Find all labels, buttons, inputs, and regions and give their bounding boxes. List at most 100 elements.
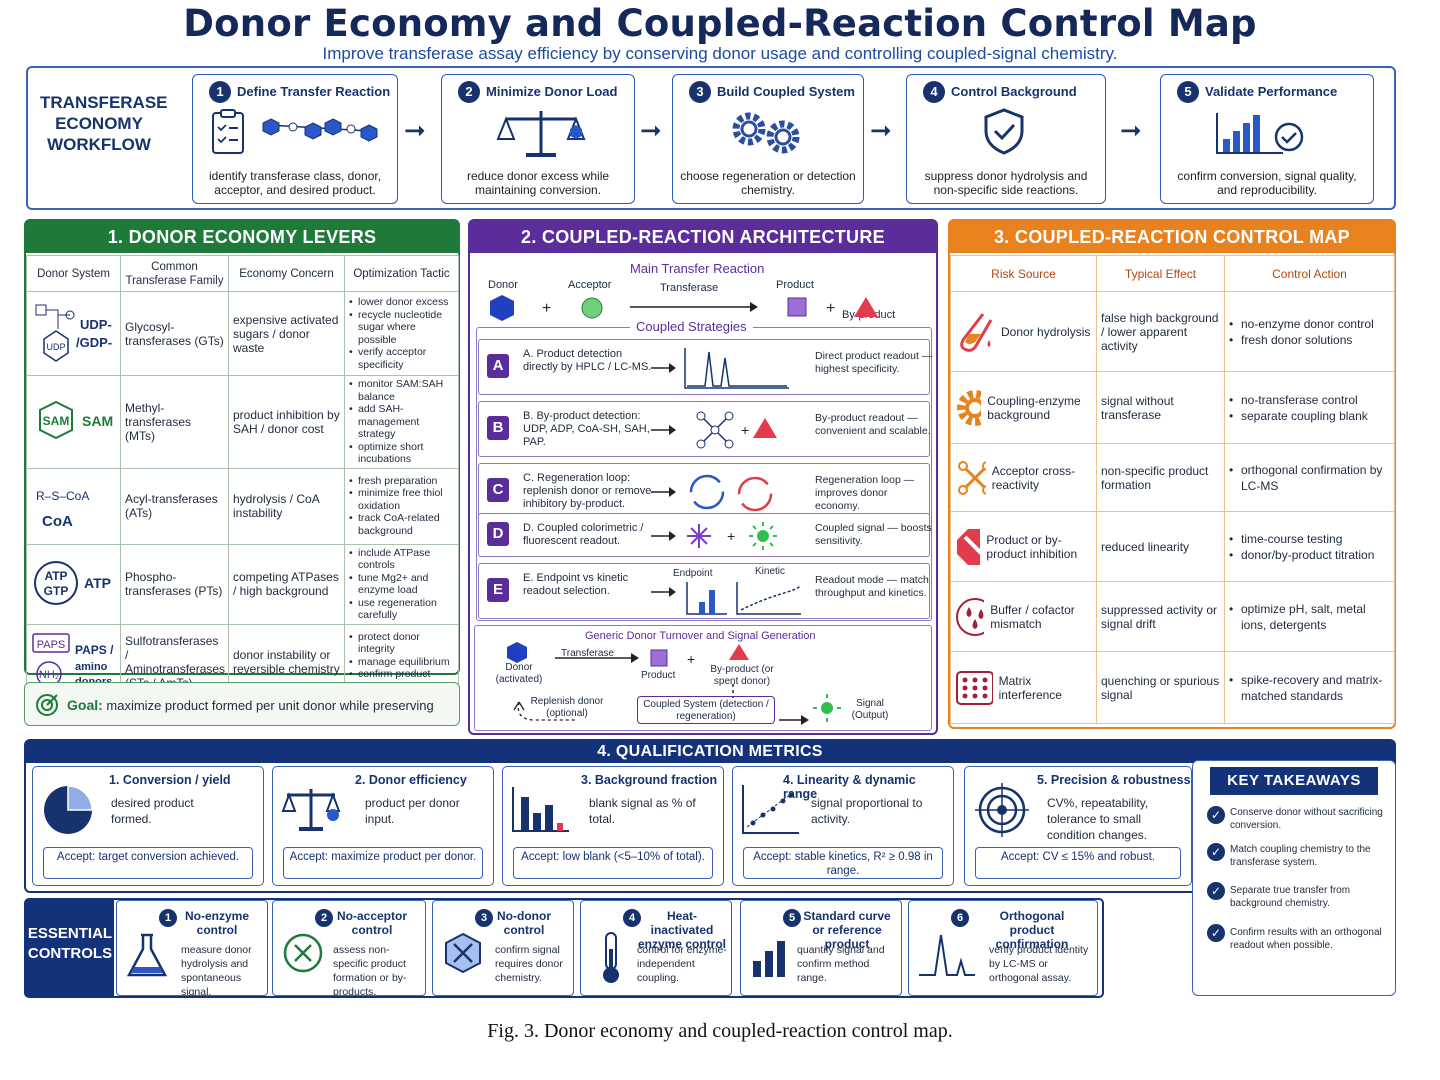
tactic-item: recycle nucleotide sugar where possible	[349, 309, 454, 347]
risk-cell: Acceptor cross-reactivity	[950, 443, 1097, 512]
strategy-result: By-product readout — convenient and scal…	[815, 412, 931, 437]
control-title: No-acceptor control	[336, 909, 407, 937]
control-title: Standard curve or reference product	[803, 909, 891, 951]
risk-cell: Coupling-enzyme background	[950, 371, 1097, 444]
chromatogram-icon	[651, 348, 789, 389]
table-row: UDP UDP- /GDP- Glycosyl-transferases (GT…	[26, 291, 459, 376]
control-number: 1	[159, 909, 177, 927]
takeaway-item: Separate true transfer from background c…	[1230, 885, 1351, 909]
essential-controls-label: ESSENTIAL CONTROLS	[26, 900, 114, 996]
cross-reactivity-icon	[958, 460, 986, 495]
strategy-letter: D	[487, 522, 509, 546]
takeaway-item: Confirm results with an orthogonal reado…	[1230, 927, 1382, 951]
control-no-donor: 3 No-donor control confirm signal requir…	[432, 900, 574, 996]
action-item: no-enzyme donor control	[1229, 316, 1390, 332]
metric-background: 3. Background fraction blank signal as %…	[502, 766, 724, 886]
main-reaction-diagram: + +	[490, 295, 878, 321]
acceptance-criteria: Accept: target conversion achieved.	[43, 847, 253, 879]
tactic-item: optimize short incubations	[349, 441, 454, 466]
tactic-item: manage equilibrium	[349, 656, 454, 669]
control-description: confirm signal requires donor chemistry.	[495, 944, 563, 984]
strategy-name: B. By-product detection:UDP, ADP, CoA-SH…	[523, 410, 650, 448]
table-row: Coupling-enzyme background signal withou…	[950, 371, 1395, 444]
workflow-step-4: 4 Control Background suppress donor hydr…	[906, 74, 1106, 204]
no-acceptor-icon	[283, 933, 323, 973]
udp-icon: UDP UDP- /GDP-	[35, 304, 112, 362]
column-header: Control Action	[1224, 255, 1395, 292]
pie-chart-icon	[44, 785, 93, 834]
effect-cell: non-specific product formation	[1096, 443, 1225, 512]
goal-box: Goal: maximize product formed per unit d…	[24, 682, 460, 757]
svg-text:ATP: ATP	[44, 569, 67, 583]
table-row: SAM SAM Methyl-transferases (MTs) produc…	[26, 375, 459, 469]
workflow-step-5: 5 Validate Performance confirm conversio…	[1160, 74, 1374, 204]
coupled-system-box: Coupled System (detection / regeneration…	[637, 696, 775, 724]
stop-icon	[957, 528, 981, 565]
donor-label: CoA	[42, 513, 73, 530]
plate-icon	[956, 670, 993, 705]
check-icon: ✓	[1207, 882, 1225, 900]
page-title: Donor Economy and Coupled-Reaction Contr…	[183, 2, 1257, 45]
svg-text:+: +	[741, 422, 749, 438]
action-cell: optimize pH, salt, metal ions, detergent…	[1224, 581, 1395, 652]
strategy-name: E. Endpoint vs kinetic readout selection…	[523, 572, 629, 597]
control-description: verify product identity by LC-MS or orth…	[989, 944, 1089, 984]
byproduct-triangle-icon	[854, 297, 878, 317]
coupled-reaction-architecture-section: 2. COUPLED-REACTION ARCHITECTURE Main Tr…	[468, 219, 938, 735]
tactic-item: verify acceptor specificity	[349, 346, 454, 371]
table-header-row: Risk Source Typical Effect Control Actio…	[950, 255, 1395, 292]
action-cell: orthogonal confirmation by LC-MS	[1224, 443, 1395, 512]
acceptor-circle-icon	[581, 297, 603, 319]
risk-cell: Buffer / cofactor mismatch	[950, 581, 1097, 652]
arrow-right-icon: ➞	[404, 115, 426, 145]
action-item: spike-recovery and matrix-matched standa…	[1229, 672, 1390, 704]
control-number: 5	[783, 909, 801, 927]
check-icon: ✓	[1207, 806, 1225, 824]
step-number: 5	[1177, 81, 1199, 103]
step-description: identify transferase class, donor, accep…	[208, 169, 382, 197]
bar-chart-check-icon	[1216, 113, 1304, 154]
action-item: orthogonal confirmation by LC-MS	[1229, 462, 1390, 494]
svg-text:+: +	[826, 300, 835, 317]
control-number: 2	[315, 909, 333, 927]
action-cell: no-transferase control separate coupling…	[1224, 371, 1395, 444]
strategy-result: Direct product readout — highest specifi…	[815, 350, 933, 375]
metric-conversion: 1. Conversion / yield desired product fo…	[32, 766, 264, 886]
kinetic-label: Kinetic	[755, 566, 786, 577]
takeaway-item: Match coupling chemistry to the transfer…	[1230, 844, 1371, 868]
step-title: Minimize Donor Load	[486, 84, 618, 99]
tactic-item: use regeneration carefully	[349, 597, 454, 622]
metric-description: blank signal as % of total.	[589, 796, 696, 826]
strategy-letter: C	[487, 478, 509, 502]
control-heat-inactivated: 4 Heat-inactivated enzyme control contro…	[580, 900, 732, 996]
balance-scale-icon	[496, 111, 586, 157]
step-number: 3	[689, 81, 711, 103]
metric-donor-efficiency: 2. Donor efficiency product per donor in…	[272, 766, 494, 886]
action-item: separate coupling blank	[1229, 408, 1390, 424]
donor-label: SAM	[82, 413, 113, 429]
takeaway-item: Conserve donor without sacrificing conve…	[1230, 807, 1383, 831]
arrow-right-icon: ➞	[1120, 115, 1142, 145]
check-icon: ✓	[1207, 924, 1225, 942]
step-title: Validate Performance	[1205, 84, 1338, 99]
product-square-icon	[787, 297, 807, 317]
transferase-label: Transferase	[660, 282, 719, 294]
effect-cell: signal without transferase	[1096, 371, 1225, 444]
section-title: 4. QUALIFICATION METRICS	[26, 741, 1394, 763]
strategy-result: Regeneration loop — improves donor econo…	[815, 474, 915, 512]
effect-cell: quenching or spurious signal	[1096, 651, 1225, 724]
endpoint-kinetic-icon	[651, 582, 801, 615]
action-cell: spike-recovery and matrix-matched standa…	[1224, 651, 1395, 724]
strategy-letter: B	[487, 416, 509, 440]
generic-transferase-label: Transferase	[561, 648, 614, 659]
table-row: R–S–CoA CoA Acyl-transferases (ATs) hydr…	[26, 467, 459, 545]
donor-label: ATP	[84, 575, 111, 591]
control-standard-curve: 5 Standard curve or reference product qu…	[740, 900, 902, 996]
strategy-letter: E	[487, 578, 509, 602]
tactic-cell: monitor SAM:SAH balance add SAH-manageme…	[344, 375, 459, 469]
section-title: 2. COUPLED-REACTION ARCHITECTURE	[470, 221, 936, 253]
gear-icon	[957, 389, 982, 426]
action-item: fresh donor solutions	[1229, 332, 1390, 348]
